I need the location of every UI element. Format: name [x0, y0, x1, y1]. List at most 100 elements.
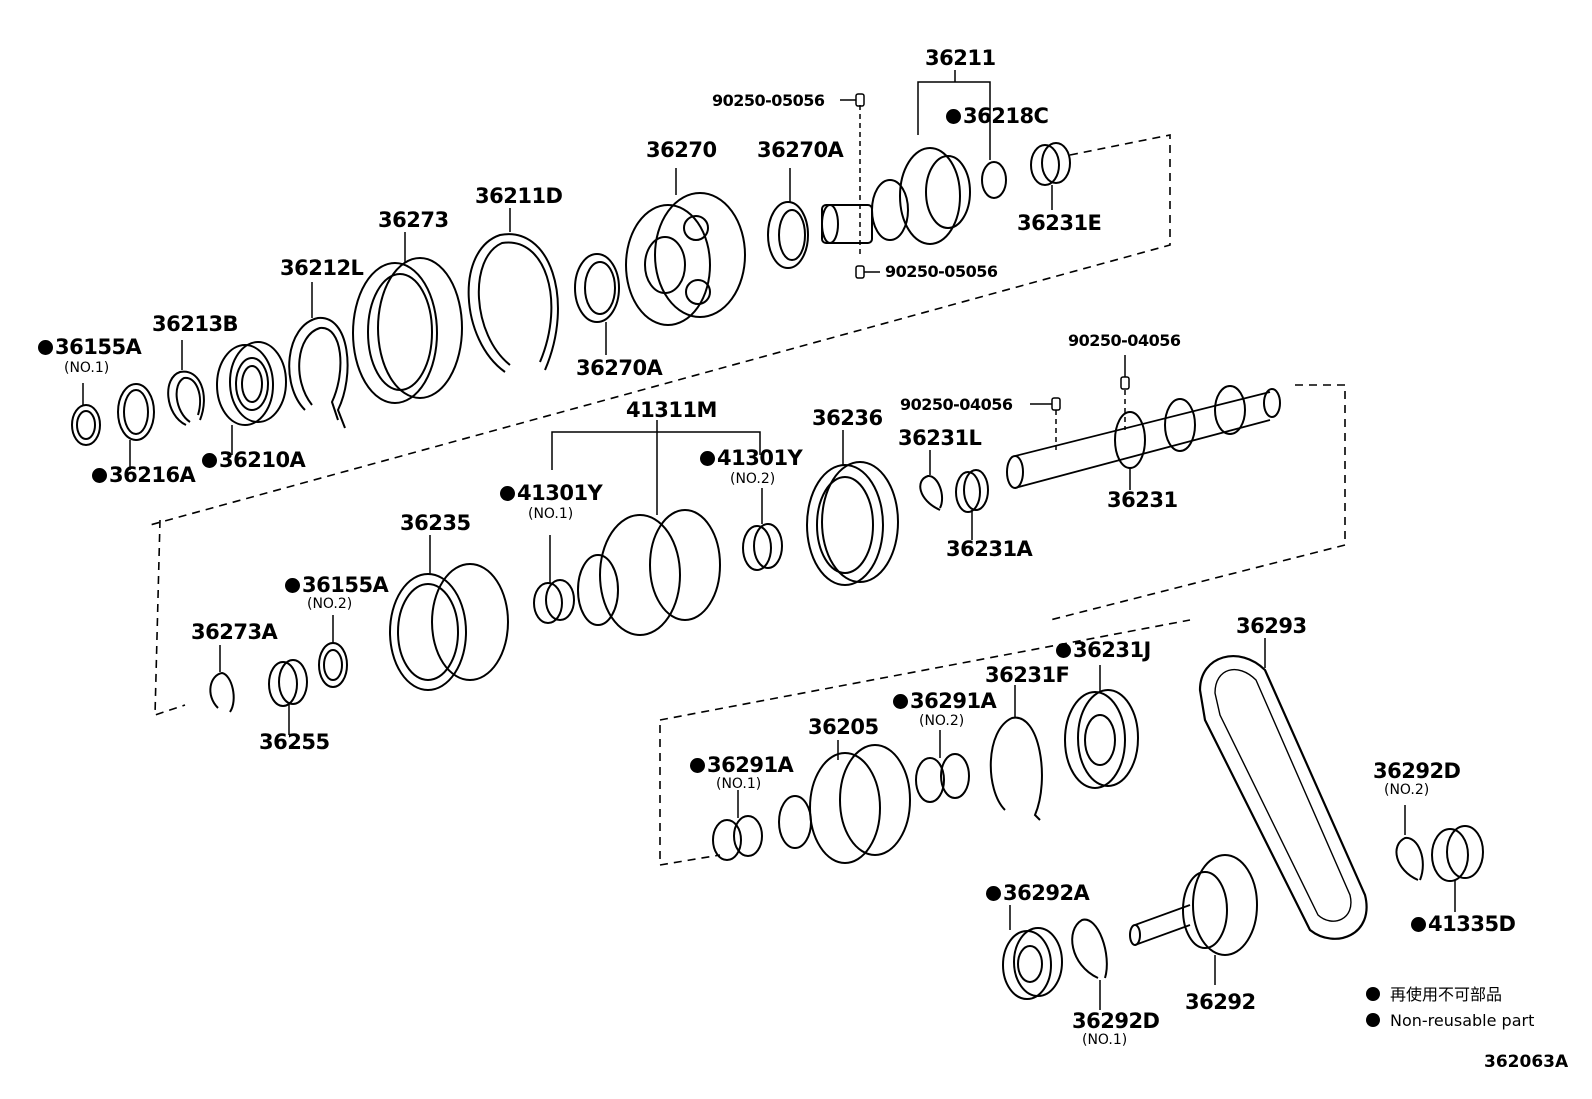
part-36231A-drawing: [955, 469, 989, 540]
non-reusable-marker-icon: [946, 109, 961, 124]
label-36273A[interactable]: 36273A: [191, 620, 278, 644]
label-36210A-text: 36210A: [219, 448, 306, 472]
label-36216A[interactable]: 36216A: [92, 463, 196, 487]
label-36293[interactable]: 36293: [1236, 614, 1307, 638]
label-36231E[interactable]: 36231E: [1017, 211, 1102, 235]
part-36270A-washer-up-drawing: [767, 168, 809, 269]
part-41311M-drawing: [551, 420, 761, 636]
label-41301Y-no1-sub: (NO.1): [528, 506, 574, 522]
label-36292D-no2[interactable]: 36292D: [1373, 759, 1461, 783]
label-36273[interactable]: 36273: [378, 208, 449, 232]
label-36236[interactable]: 36236: [812, 406, 883, 430]
label-36292D-no1[interactable]: 36292D: [1072, 1009, 1160, 1033]
legend-item-jp: 再使用不可部品: [1366, 987, 1502, 1003]
label-36255[interactable]: 36255: [259, 730, 330, 754]
filled-circle-icon: [1366, 987, 1380, 1001]
label-36292[interactable]: 36292: [1185, 990, 1256, 1014]
label-41311M[interactable]: 41311M: [626, 398, 717, 422]
non-reusable-marker-icon: [700, 451, 715, 466]
label-36235[interactable]: 36235: [400, 511, 471, 535]
part-36231-drawing: [1006, 355, 1281, 490]
label-36218C-text: 36218C: [963, 104, 1049, 128]
part-36292A-drawing: [1002, 905, 1063, 1000]
label-36218C[interactable]: 36218C: [946, 104, 1049, 128]
label-36155A-no1[interactable]: 36155A: [38, 335, 142, 359]
part-36231J-drawing: [1064, 665, 1139, 789]
non-reusable-marker-icon: [1056, 643, 1071, 658]
label-36291A-no1-sub: (NO.1): [716, 776, 762, 792]
label-36291A-no1[interactable]: 36291A: [690, 755, 794, 776]
label-36212L[interactable]: 36212L: [280, 256, 364, 280]
label-36292A[interactable]: 36292A: [986, 883, 1090, 904]
non-reusable-marker-icon: [986, 886, 1001, 901]
non-reusable-marker-icon: [92, 468, 107, 483]
part-36291A-no2-drawing: [915, 730, 970, 803]
label-36270[interactable]: 36270: [646, 138, 717, 162]
label-36231J-text: 36231J: [1073, 638, 1151, 662]
part-36211D-drawing: [467, 208, 559, 373]
label-36155A-no2[interactable]: 36155A: [285, 573, 389, 597]
label-36231A[interactable]: 36231A: [946, 537, 1033, 561]
label-36205[interactable]: 36205: [808, 715, 879, 739]
non-reusable-marker-icon: [1411, 917, 1426, 932]
label-36211[interactable]: 36211: [925, 46, 996, 70]
label-36270A-bottom[interactable]: 36270A: [576, 356, 663, 380]
part-36205-drawing: [778, 740, 911, 864]
legend-text-jp: 再使用不可部品: [1390, 985, 1503, 1004]
label-36292D-no1-sub: (NO.1): [1082, 1032, 1128, 1048]
diagram-code: 362063A: [1484, 1052, 1569, 1072]
label-90250-05056-b[interactable]: 90250-05056: [885, 262, 998, 281]
part-36231E-drawing: [1030, 142, 1071, 210]
label-36231F[interactable]: 36231F: [985, 663, 1070, 687]
part-36292D-no1-drawing: [1071, 918, 1108, 1010]
part-36211-drawing: [821, 70, 991, 279]
label-36231J[interactable]: 36231J: [1056, 640, 1151, 661]
part-36293-drawing: [1198, 638, 1368, 940]
label-90250-04056-a[interactable]: 90250-04056: [1068, 331, 1181, 350]
label-36155A-no2-text: 36155A: [302, 573, 389, 597]
label-90250-04056-b[interactable]: 90250-04056: [900, 395, 1013, 414]
label-36213B[interactable]: 36213B: [152, 312, 239, 336]
label-36155A-no2-sub: (NO.2): [307, 596, 353, 612]
part-36273A-drawing: [209, 645, 235, 713]
part-41301Y-no2-drawing: [742, 488, 783, 571]
section-outlines: [149, 134, 1346, 866]
label-36210A[interactable]: 36210A: [202, 448, 306, 472]
part-36291A-no1-drawing: [712, 790, 763, 861]
label-36231[interactable]: 36231: [1107, 488, 1178, 512]
label-90250-05056-a[interactable]: 90250-05056: [712, 91, 825, 110]
part-36155A-no2-drawing: [318, 615, 348, 688]
part-36212L-drawing: [288, 282, 349, 429]
non-reusable-marker-icon: [38, 340, 53, 355]
part-36218C-drawing: [981, 161, 1007, 199]
label-36231L[interactable]: 36231L: [898, 426, 982, 450]
label-41301Y-no2-text: 41301Y: [717, 446, 803, 470]
part-36255-drawing: [268, 659, 308, 735]
label-36270A-top[interactable]: 36270A: [757, 138, 844, 162]
part-36231F-drawing: [989, 685, 1043, 821]
label-41335D-text: 41335D: [1428, 912, 1516, 936]
part-36236-drawing: [806, 430, 899, 586]
label-36216A-text: 36216A: [109, 463, 196, 487]
label-41335D[interactable]: 41335D: [1411, 914, 1516, 935]
part-36216A-drawing: [117, 383, 155, 470]
part-36273-drawing: [352, 232, 463, 404]
label-36211D[interactable]: 36211D: [475, 184, 563, 208]
label-41301Y-no2[interactable]: 41301Y: [700, 446, 803, 470]
label-36291A-no2-sub: (NO.2): [919, 713, 965, 729]
part-36270A-washer-low-drawing: [574, 253, 620, 355]
non-reusable-marker-icon: [500, 486, 515, 501]
part-36235-drawing: [389, 535, 509, 691]
label-36155A-no1-text: 36155A: [55, 335, 142, 359]
label-36291A-no2-text: 36291A: [910, 689, 997, 713]
label-41301Y-no1[interactable]: 41301Y: [500, 483, 603, 504]
label-41301Y-no2-sub: (NO.2): [730, 471, 776, 487]
part-36292-drawing: [1129, 854, 1258, 985]
part-36270-drawing: [625, 168, 746, 326]
legend-text-en: Non-reusable part: [1390, 1011, 1535, 1030]
part-36292D-no2-drawing: [1395, 805, 1424, 881]
part-36213B-drawing: [167, 340, 205, 426]
label-36291A-no2[interactable]: 36291A: [893, 689, 997, 713]
